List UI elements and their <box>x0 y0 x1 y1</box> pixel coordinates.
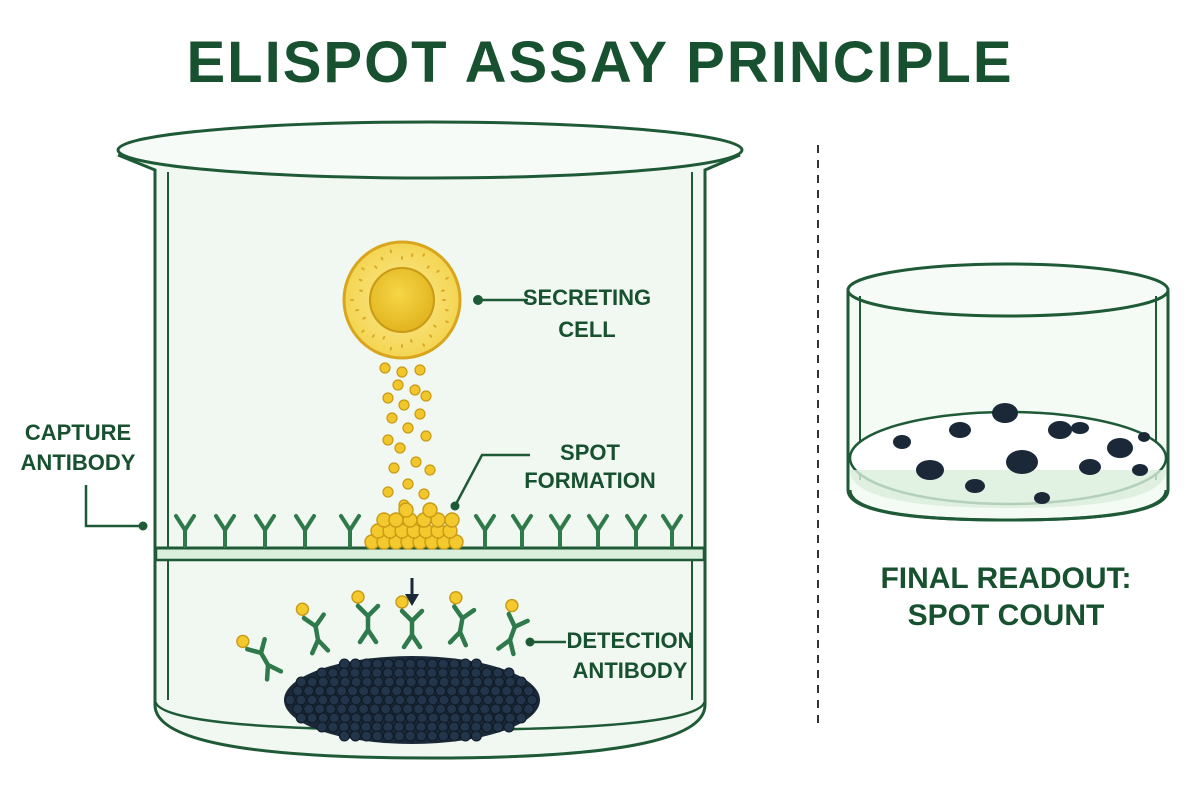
cytokine-particle <box>424 464 436 476</box>
readout-spot <box>1034 492 1050 504</box>
cytokine-particle <box>420 430 432 442</box>
secreting-cell-label-1: SECRETING <box>523 285 651 310</box>
bound-cytokine <box>398 502 414 518</box>
readout-dish <box>846 262 1170 522</box>
cytokine-particle <box>386 412 398 424</box>
readout-spot <box>1006 450 1038 474</box>
readout-spot <box>893 435 911 449</box>
capture-antibody <box>549 514 571 548</box>
detection-antibody <box>447 591 477 648</box>
capture-antibody-label-2: ANTIBODY <box>21 450 136 475</box>
cytokine-particle <box>410 456 422 468</box>
cytokine-particle <box>382 434 394 446</box>
capture-antibody-label-1: CAPTURE <box>25 420 131 445</box>
cytokine-particle <box>414 364 426 376</box>
capture-antibody-icon <box>174 514 683 548</box>
cytokine-particle <box>394 442 406 454</box>
cytokine-particle <box>402 478 414 490</box>
membrane <box>154 546 706 562</box>
spot-formation-pile <box>364 502 464 550</box>
detection-antibody <box>395 595 425 650</box>
cytokine-particle <box>414 408 426 420</box>
cytokine-particle <box>418 488 430 500</box>
capture-antibody <box>214 514 236 548</box>
secreting-cell-callout: SECRETING CELL <box>473 285 651 342</box>
readout-spot <box>1107 438 1133 458</box>
readout-spot <box>1071 422 1089 434</box>
cytokine-particle <box>388 462 400 474</box>
cytokine-particle <box>382 392 394 404</box>
capture-antibody <box>254 514 276 548</box>
readout-spot <box>916 460 944 480</box>
readout-spot <box>1079 459 1101 475</box>
arrow-down-icon <box>405 578 419 606</box>
assay-well <box>116 120 744 760</box>
final-readout-label-2: SPOT COUNT <box>908 599 1105 632</box>
readout-spot <box>1132 464 1148 476</box>
spot-formation-label-1: SPOT <box>560 440 620 465</box>
detection-antibody <box>295 602 331 656</box>
capture-antibody <box>174 514 196 548</box>
cytokine-particle <box>392 379 404 391</box>
readout-spot <box>992 403 1018 423</box>
capture-antibody <box>587 514 609 548</box>
capture-antibody <box>511 514 533 548</box>
cytokine-particle <box>398 399 410 411</box>
detection-antibody-icon <box>236 590 530 682</box>
spot-icon <box>284 656 540 744</box>
readout-spot <box>965 479 985 493</box>
capture-antibody <box>661 514 683 548</box>
cytokine-particle <box>396 366 408 378</box>
capture-antibody <box>339 514 361 548</box>
capture-antibody <box>294 514 316 548</box>
cytokine-particle <box>420 390 432 402</box>
bound-cytokine <box>422 502 438 518</box>
readout-spot <box>949 422 971 438</box>
bound-cytokine <box>444 512 460 528</box>
secreting-cell-icon <box>342 240 462 360</box>
cytokine-particle <box>382 486 394 498</box>
cytokine-particle <box>409 384 421 396</box>
spot-formation-callout: SPOT FORMATION <box>450 440 656 511</box>
readout-spot <box>1138 432 1150 442</box>
detection-antibody <box>496 598 530 657</box>
detection-antibody <box>236 634 284 682</box>
detection-antibody-callout: DETECTION ANTIBODY <box>525 628 694 683</box>
detection-antibody-label-2: ANTIBODY <box>573 658 688 683</box>
secreting-cell-label-2: CELL <box>558 317 615 342</box>
capture-antibody-callout: CAPTURE ANTIBODY <box>21 420 148 531</box>
cytokine-particle <box>379 362 391 374</box>
detection-antibody-label-1: DETECTION <box>566 628 693 653</box>
spot-formation-label-2: FORMATION <box>524 468 656 493</box>
final-readout-label: FINAL READOUT: SPOT COUNT <box>880 562 1131 632</box>
final-readout-label-1: FINAL READOUT: <box>880 562 1131 595</box>
readout-spot <box>1048 421 1072 439</box>
detection-antibody <box>351 590 381 645</box>
capture-antibody <box>474 514 496 548</box>
capture-antibody <box>625 514 647 548</box>
cytokine-particle <box>402 422 414 434</box>
page-title: ELISPOT ASSAY PRINCIPLE <box>186 30 1013 95</box>
spot-icon <box>893 403 1150 504</box>
